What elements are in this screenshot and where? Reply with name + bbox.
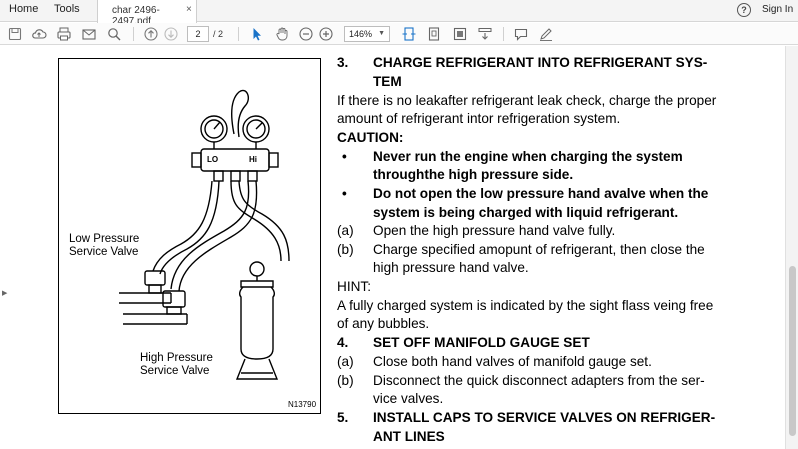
close-tab-icon[interactable]: × (186, 4, 192, 15)
select-cursor-icon[interactable] (249, 26, 265, 42)
bullet-1-marker: • (342, 149, 347, 164)
section-4-step-b-line2: vice valves. (373, 391, 444, 406)
step-b-label: (b) (337, 242, 354, 257)
manifold-gauge-illustration (119, 89, 290, 380)
bullet-1-line2: throughthe high pressure side. (373, 167, 574, 182)
hint-line2: of any bubbles. (337, 316, 430, 331)
previous-page-icon[interactable] (143, 26, 159, 42)
hint-line1: A fully charged system is indicated by t… (337, 298, 714, 313)
comment-icon[interactable] (513, 26, 529, 42)
print-icon[interactable] (56, 26, 72, 42)
save-icon[interactable] (7, 26, 23, 42)
section-3-title-line1: CHARGE REFRIGERANT INTO REFRIGERANT SYS- (373, 55, 708, 70)
zoom-level-value: 146% (349, 29, 373, 39)
section-4-step-b-label: (b) (337, 373, 354, 388)
chevron-down-icon: ▼ (378, 30, 385, 37)
help-icon[interactable]: ? (737, 3, 751, 17)
cloud-upload-icon[interactable] (31, 26, 47, 42)
document-tab[interactable]: char 2496-2497.pdf × (97, 0, 197, 27)
full-screen-icon[interactable] (452, 26, 468, 42)
step-b-text-line2: high pressure hand valve. (373, 260, 529, 275)
section-5-title-line2: ANT LINES (373, 429, 445, 444)
caution-heading: CAUTION: (337, 130, 404, 145)
page-number-input[interactable]: 2 (187, 26, 209, 42)
vertical-scrollbar[interactable] (785, 46, 798, 449)
bullet-2-marker: • (342, 186, 347, 201)
high-pressure-label-line2: Service Valve (140, 365, 210, 377)
toolbar-separator (238, 27, 239, 41)
hand-tool-icon[interactable] (274, 26, 290, 42)
step-a-label: (a) (337, 223, 354, 238)
section-4-step-b-line1: Disconnect the quick disconnect adapters… (373, 373, 705, 388)
bullet-2-line1: Do not open the low pressure hand avalve… (373, 186, 709, 201)
zoom-in-icon[interactable] (318, 26, 334, 42)
scrollbar-thumb[interactable] (789, 266, 796, 436)
low-pressure-label-line1: Low Pressure (69, 233, 140, 245)
step-b-text-line1: Charge specified amopunt of refrigerant,… (373, 242, 705, 257)
manifold-gauge-figure: Low Pressure Service Valve High Pressure… (58, 58, 321, 414)
gauge-hi-label: Hi (249, 155, 257, 164)
section-4-step-a-text: Close both hand valves of manifold gauge… (373, 354, 652, 369)
section-4-step-a-label: (a) (337, 354, 354, 369)
zoom-level-select[interactable]: 146% ▼ (344, 26, 390, 42)
toolbar-separator (503, 27, 504, 41)
section-5-title-line1: INSTALL CAPS TO SERVICE VALVES ON REFRIG… (373, 410, 716, 425)
step-a-text: Open the high pressure hand valve fully. (373, 223, 616, 238)
document-tab-title: char 2496-2497.pdf (112, 5, 160, 27)
figure-code: N13790 (288, 400, 317, 409)
zoom-out-icon[interactable] (298, 26, 314, 42)
email-icon[interactable] (81, 26, 97, 42)
gauge-lo-label: LO (207, 155, 219, 164)
bullet-1-line1: Never run the engine when charging the s… (373, 149, 683, 164)
section-5-number: 5. (337, 410, 349, 425)
section-3-paragraph-line2: amount of refrigerant intor refrigeratio… (337, 111, 621, 126)
next-page-icon[interactable] (163, 26, 179, 42)
toolbar: 2 / 2 146% ▼ (0, 23, 798, 45)
fit-page-icon[interactable] (426, 26, 442, 42)
section-3-title-line2: TEM (373, 74, 402, 89)
search-icon[interactable] (106, 26, 122, 42)
high-pressure-label-line1: High Pressure (140, 352, 213, 364)
collapse-left-panel-icon[interactable]: ▶ (2, 290, 8, 297)
low-pressure-label-line2: Service Valve (69, 246, 139, 258)
menu-home[interactable]: Home (9, 3, 39, 15)
menu-tools[interactable]: Tools (54, 3, 80, 15)
scroll-mode-icon[interactable] (477, 26, 493, 42)
page-total-label: / 2 (213, 29, 224, 39)
bullet-2-line2: system is being charged with liquid refr… (373, 205, 679, 220)
top-menu-bar: Home Tools char 2496-2497.pdf × ? Sign I… (0, 0, 798, 27)
section-4-title: SET OFF MANIFOLD GAUGE SET (373, 335, 590, 350)
section-4-number: 4. (337, 335, 349, 350)
sign-pen-icon[interactable] (538, 26, 554, 42)
section-3-paragraph-line1: If there is no leakafter refrigerant lea… (337, 93, 717, 108)
toolbar-separator (133, 27, 134, 41)
section-3-number: 3. (337, 55, 349, 70)
fit-width-icon[interactable] (401, 26, 417, 42)
sign-in-link[interactable]: Sign In (762, 4, 794, 15)
hint-heading: HINT: (337, 279, 371, 294)
document-viewer: ▶ ◀ (0, 46, 798, 449)
